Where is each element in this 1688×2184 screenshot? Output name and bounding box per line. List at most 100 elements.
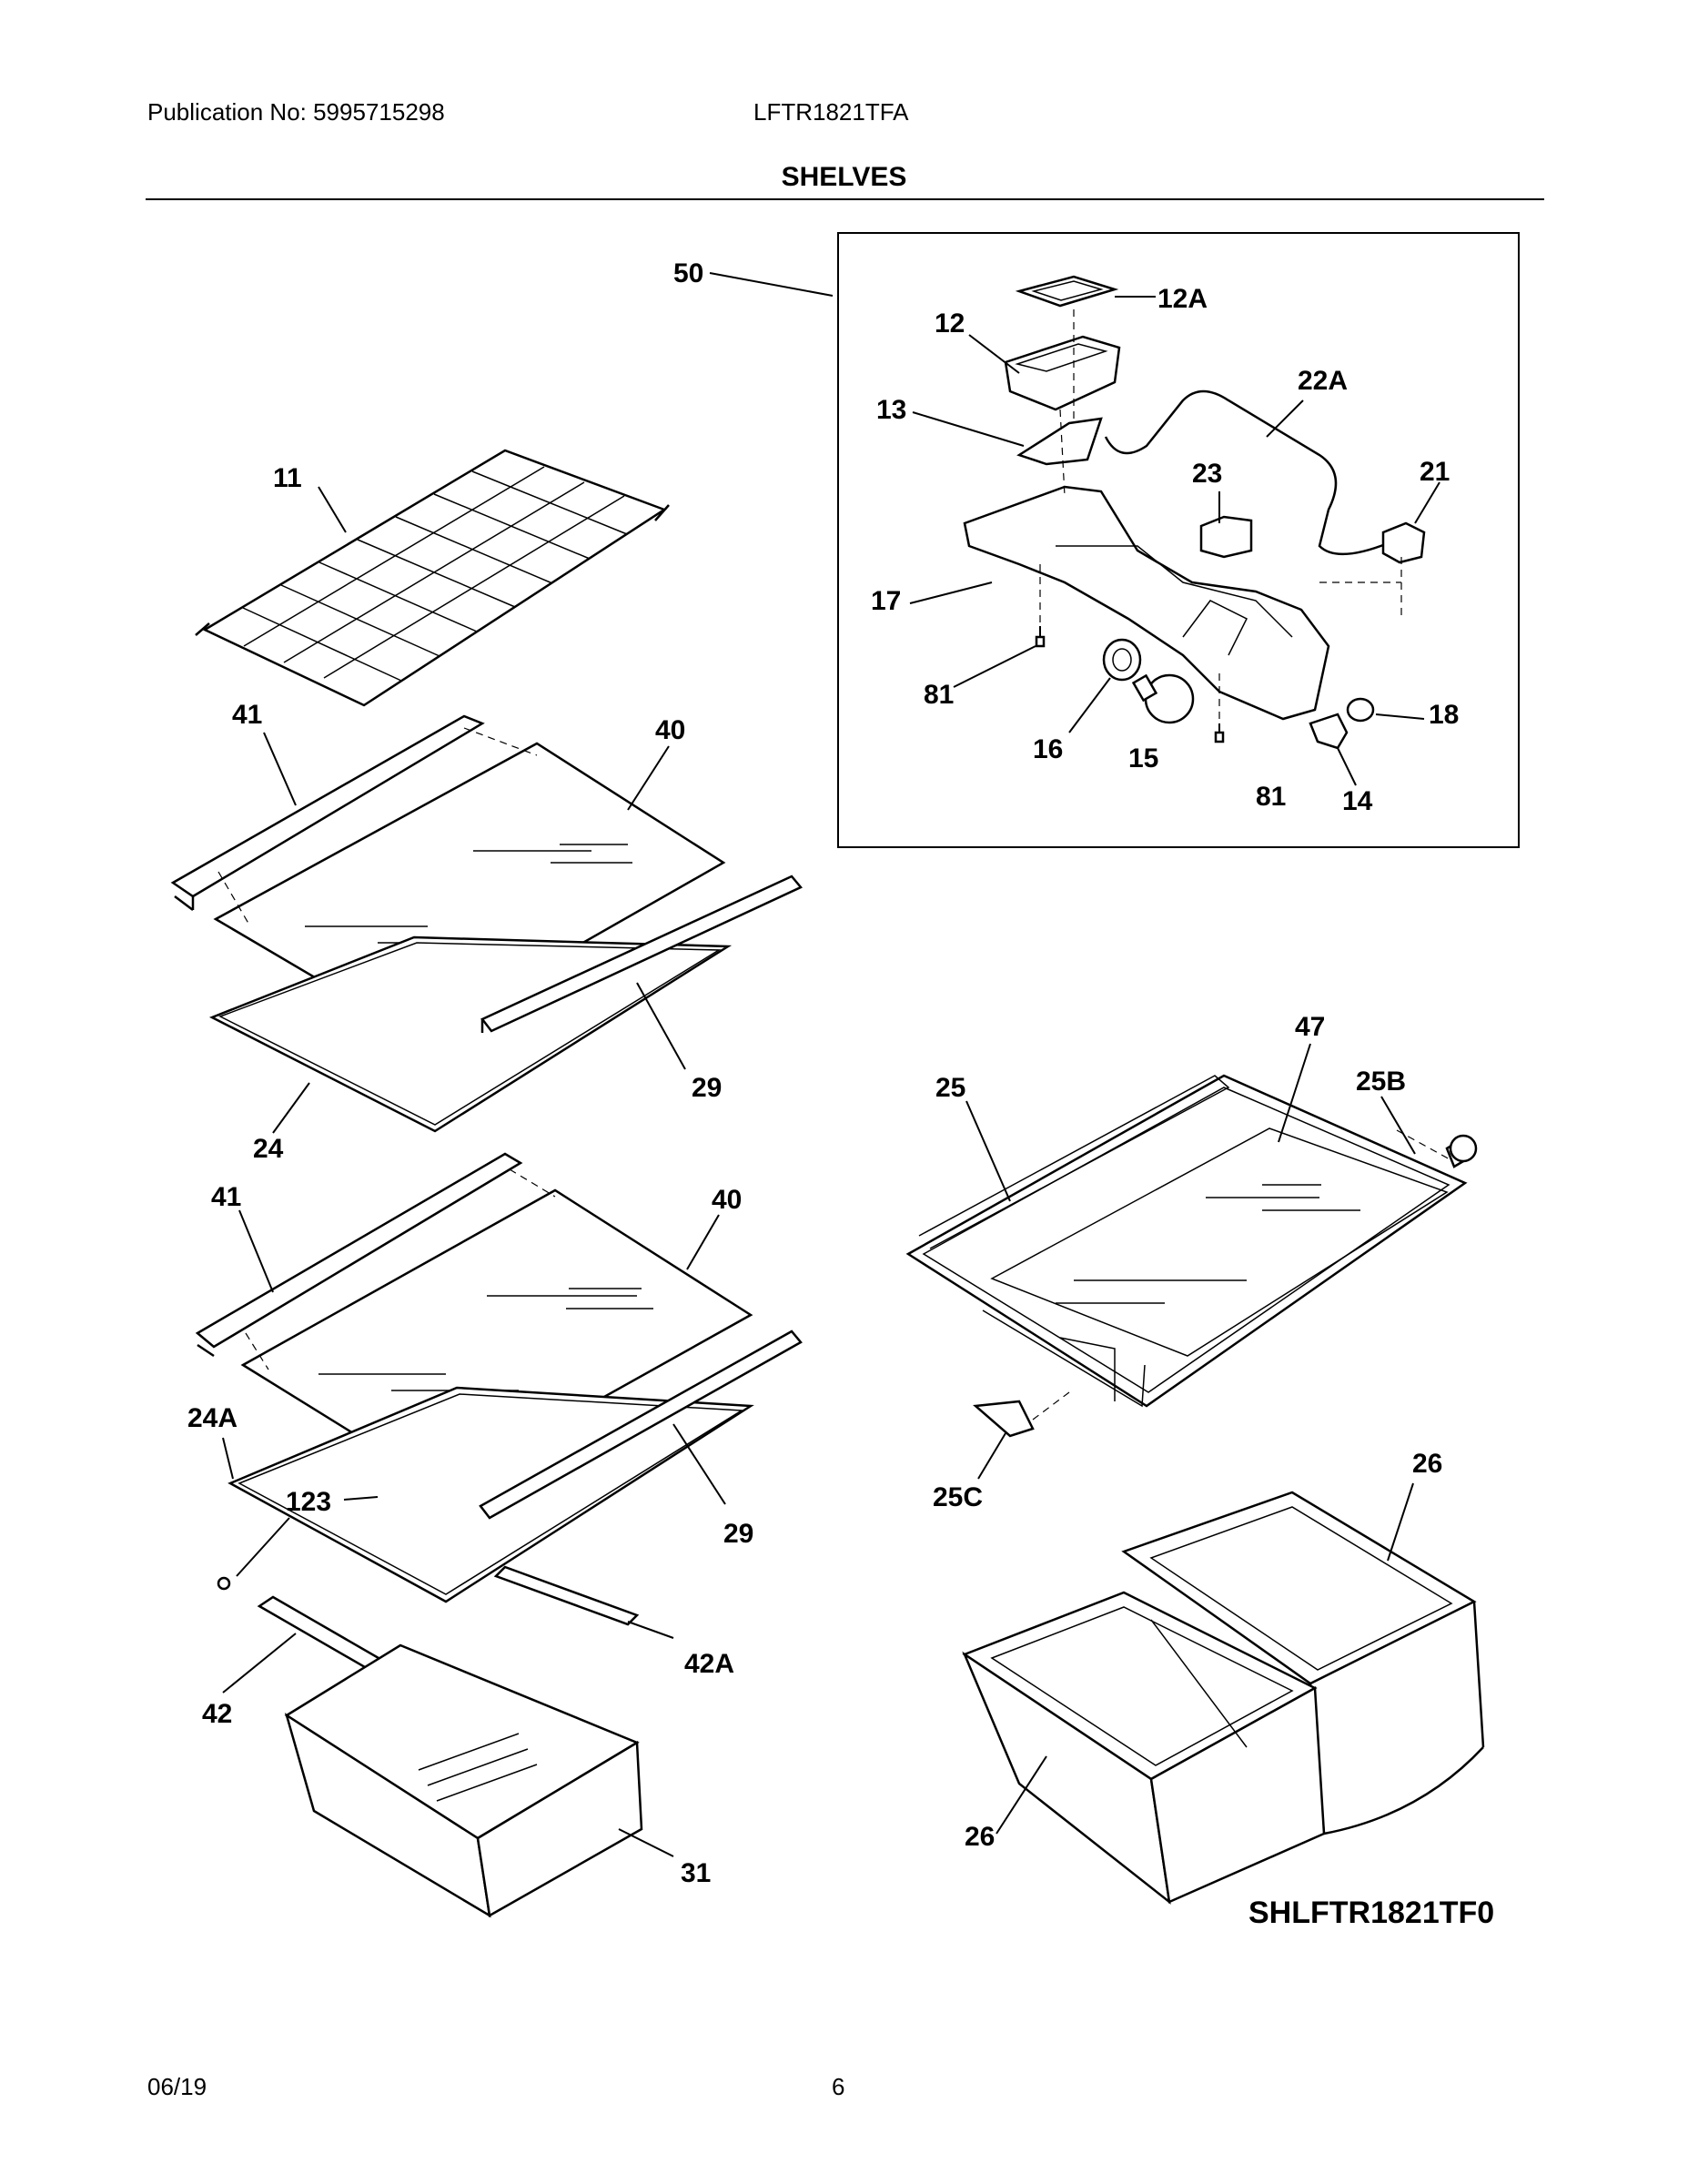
wire-shelf-11 bbox=[195, 449, 670, 707]
guide-upper-left bbox=[217, 871, 251, 927]
leader-24A bbox=[222, 1437, 234, 1480]
inset-frame bbox=[837, 232, 1520, 848]
callout-24: 24 bbox=[253, 1134, 284, 1164]
screw-81 bbox=[1035, 626, 1225, 743]
shelf-rail-41-lower bbox=[195, 1152, 523, 1358]
leader-123-screw bbox=[236, 1517, 290, 1577]
callout-42A: 42A bbox=[684, 1649, 734, 1679]
callout-11: 11 bbox=[273, 463, 302, 493]
screw-123 bbox=[217, 1576, 231, 1591]
light-socket-16 bbox=[1102, 638, 1142, 682]
crisper-drawer-31 bbox=[284, 1643, 643, 1918]
callout-26b: 26 bbox=[965, 1822, 995, 1852]
guide-25C bbox=[1032, 1391, 1070, 1421]
shelf-rail-41-upper bbox=[170, 714, 485, 911]
callout-12: 12 bbox=[935, 308, 965, 339]
leader-47 bbox=[1278, 1043, 1311, 1143]
leader-29b bbox=[672, 1423, 726, 1505]
page-number: 6 bbox=[832, 2073, 845, 2100]
glass-insert-47 bbox=[990, 1127, 1449, 1357]
callout-21: 21 bbox=[1420, 457, 1450, 487]
leader-21 bbox=[1414, 481, 1440, 524]
callout-23: 23 bbox=[1192, 459, 1222, 489]
leader-24 bbox=[272, 1082, 310, 1134]
leader-13 bbox=[912, 411, 1025, 447]
connector-18 bbox=[1346, 697, 1375, 723]
leader-29a bbox=[636, 982, 686, 1070]
filter-frame-12A bbox=[1015, 275, 1119, 308]
guide-25B bbox=[1396, 1129, 1452, 1161]
switch-21 bbox=[1381, 521, 1426, 564]
cover-clip-25C bbox=[973, 1400, 1035, 1438]
header-rule bbox=[146, 198, 1544, 200]
filter-housing-12 bbox=[1004, 335, 1121, 411]
callout-50: 50 bbox=[673, 258, 703, 288]
callout-18: 18 bbox=[1429, 700, 1459, 730]
guide-lower-left bbox=[245, 1332, 269, 1370]
leader-42A bbox=[627, 1621, 674, 1639]
thermostat-23 bbox=[1199, 515, 1253, 559]
guide-upper-right bbox=[463, 727, 538, 756]
crisper-cover-frame-25 bbox=[905, 1074, 1468, 1408]
leader-17 bbox=[909, 581, 993, 604]
bracket-13 bbox=[1016, 417, 1103, 466]
leader-18 bbox=[1375, 713, 1425, 720]
callout-29b: 29 bbox=[723, 1519, 753, 1549]
light-bulb-15 bbox=[1131, 673, 1195, 724]
model-number: LFTR1821TFA bbox=[753, 98, 909, 126]
callout-42: 42 bbox=[202, 1699, 232, 1729]
callout-16: 16 bbox=[1033, 734, 1063, 764]
callout-14: 14 bbox=[1342, 786, 1373, 816]
callout-25: 25 bbox=[935, 1073, 965, 1103]
callout-40b: 40 bbox=[712, 1185, 742, 1215]
wire-harness-22A bbox=[1104, 389, 1393, 556]
leader-16 bbox=[1068, 677, 1111, 733]
callout-81a: 81 bbox=[924, 680, 954, 710]
callout-29a: 29 bbox=[692, 1073, 722, 1103]
leader-26b bbox=[996, 1755, 1047, 1835]
callout-31: 31 bbox=[681, 1858, 711, 1888]
leader-12 bbox=[968, 334, 1020, 374]
leader-40b bbox=[686, 1214, 720, 1270]
cover-support-25B bbox=[1445, 1134, 1478, 1168]
crisper-pan-26-front bbox=[962, 1591, 1326, 1905]
leader-41a bbox=[263, 732, 297, 806]
leader-11 bbox=[318, 486, 347, 533]
callout-123: 123 bbox=[286, 1487, 331, 1517]
inset-dashed-guides bbox=[1039, 309, 1402, 723]
leader-123 bbox=[343, 1496, 379, 1501]
leader-42 bbox=[222, 1633, 297, 1694]
callout-17: 17 bbox=[871, 586, 901, 616]
leader-25 bbox=[965, 1100, 1011, 1202]
publication-number: Publication No: 5995715298 bbox=[147, 98, 445, 126]
callout-41a: 41 bbox=[232, 700, 262, 730]
leader-41b bbox=[238, 1209, 274, 1293]
leader-31 bbox=[618, 1828, 674, 1857]
switch-14 bbox=[1309, 713, 1349, 750]
callout-25B: 25B bbox=[1356, 1067, 1406, 1097]
shelf-rail-29-upper bbox=[480, 875, 804, 1033]
footer-date: 06/19 bbox=[147, 2073, 207, 2100]
shelf-rail-29-lower bbox=[479, 1330, 803, 1520]
crisper-pan-26-rear bbox=[1121, 1491, 1485, 1835]
callout-15: 15 bbox=[1128, 743, 1158, 774]
leader-14 bbox=[1337, 747, 1357, 786]
callout-81b: 81 bbox=[1256, 782, 1286, 812]
callout-24A: 24A bbox=[187, 1403, 238, 1433]
leader-26a bbox=[1387, 1482, 1414, 1562]
leader-25C bbox=[977, 1432, 1006, 1480]
diagram-code: SHLFTR1821TF0 bbox=[1248, 1896, 1495, 1930]
leader-22A bbox=[1266, 399, 1304, 438]
leader-25B bbox=[1380, 1096, 1416, 1155]
callout-47: 47 bbox=[1295, 1012, 1325, 1042]
callout-40a: 40 bbox=[655, 715, 685, 745]
slide-rail-42A bbox=[493, 1565, 640, 1626]
callout-22A: 22A bbox=[1298, 366, 1348, 396]
leader-50 bbox=[709, 272, 834, 297]
guide-lower-right bbox=[509, 1168, 556, 1198]
control-housing-17 bbox=[963, 485, 1330, 721]
callout-41b: 41 bbox=[211, 1182, 241, 1212]
callout-13: 13 bbox=[876, 395, 906, 425]
shelf-trim-24 bbox=[208, 935, 733, 1133]
